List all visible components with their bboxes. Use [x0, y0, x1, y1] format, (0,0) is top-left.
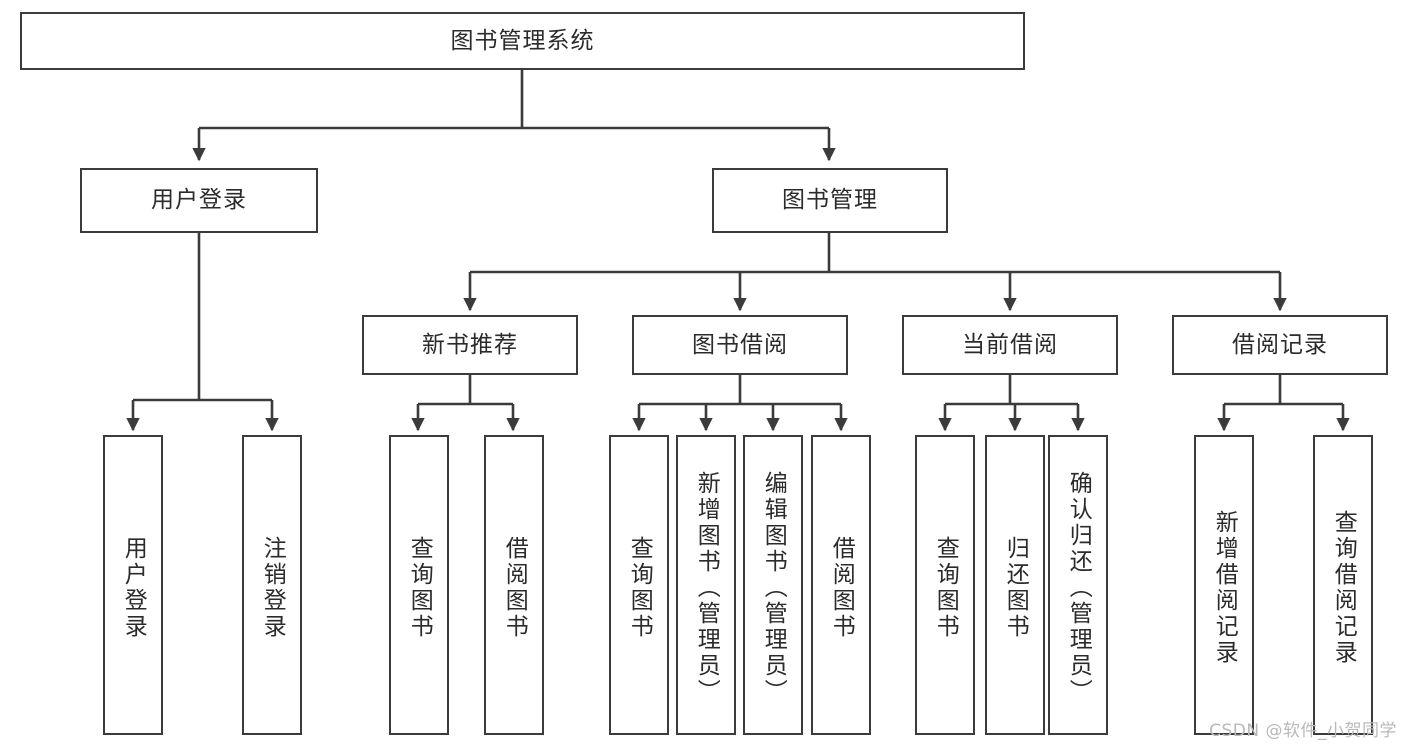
leaf-user-login-logout[interactable]: 注销登录: [242, 435, 302, 735]
leaf-borrow-edit-book-admin[interactable]: 编辑图书（管理员）: [743, 435, 803, 735]
node-label: 借阅图书: [828, 536, 855, 640]
node-label: 借阅记录: [1232, 331, 1328, 358]
node-label: 图书借阅: [692, 331, 788, 358]
watermark: CSDN @软件_小贺同学: [1209, 721, 1397, 741]
node-label: 图书管理: [782, 187, 878, 214]
leaf-borrow-borrow-book[interactable]: 借阅图书: [811, 435, 871, 735]
leaf-recommend-query-book[interactable]: 查询图书: [389, 435, 449, 735]
leaf-borrow-add-book-admin[interactable]: 新增图书（管理员）: [676, 435, 736, 735]
leaf-current-query-book[interactable]: 查询图书: [915, 435, 975, 735]
leaf-recommend-borrow-book[interactable]: 借阅图书: [484, 435, 544, 735]
node-label: 注销登录: [259, 536, 286, 640]
leaf-borrow-query-book[interactable]: 查询图书: [609, 435, 669, 735]
leaf-record-add-record[interactable]: 新增借阅记录: [1194, 435, 1254, 735]
node-label: 图书管理系统: [450, 27, 595, 54]
node-borrow-record[interactable]: 借阅记录: [1172, 315, 1388, 375]
node-label: 编辑图书（管理员）: [760, 471, 787, 705]
node-label: 新增借阅记录: [1211, 510, 1238, 666]
node-label: 确认归还（管理员）: [1065, 471, 1092, 705]
node-label: 查询图书: [406, 536, 433, 640]
node-label: 用户登录: [151, 187, 247, 214]
node-label: 查询图书: [626, 536, 653, 640]
node-book-borrow[interactable]: 图书借阅: [632, 315, 848, 375]
node-label: 用户登录: [120, 536, 147, 640]
node-book-management[interactable]: 图书管理: [712, 168, 948, 233]
leaf-user-login-login[interactable]: 用户登录: [103, 435, 163, 735]
node-label: 新增图书（管理员）: [693, 471, 720, 705]
node-user-login[interactable]: 用户登录: [80, 168, 318, 233]
node-label: 借阅图书: [501, 536, 528, 640]
leaf-current-return-book[interactable]: 归还图书: [985, 435, 1045, 735]
node-root-system[interactable]: 图书管理系统: [20, 12, 1025, 70]
leaf-record-query-record[interactable]: 查询借阅记录: [1313, 435, 1373, 735]
node-new-book-recommend[interactable]: 新书推荐: [362, 315, 578, 375]
node-label: 归还图书: [1002, 536, 1029, 640]
node-label: 查询借阅记录: [1330, 510, 1357, 666]
leaf-current-confirm-return-admin[interactable]: 确认归还（管理员）: [1048, 435, 1108, 735]
node-label: 当前借阅: [962, 331, 1058, 358]
node-label: 查询图书: [932, 536, 959, 640]
node-current-borrow[interactable]: 当前借阅: [902, 315, 1118, 375]
node-label: 新书推荐: [422, 331, 518, 358]
